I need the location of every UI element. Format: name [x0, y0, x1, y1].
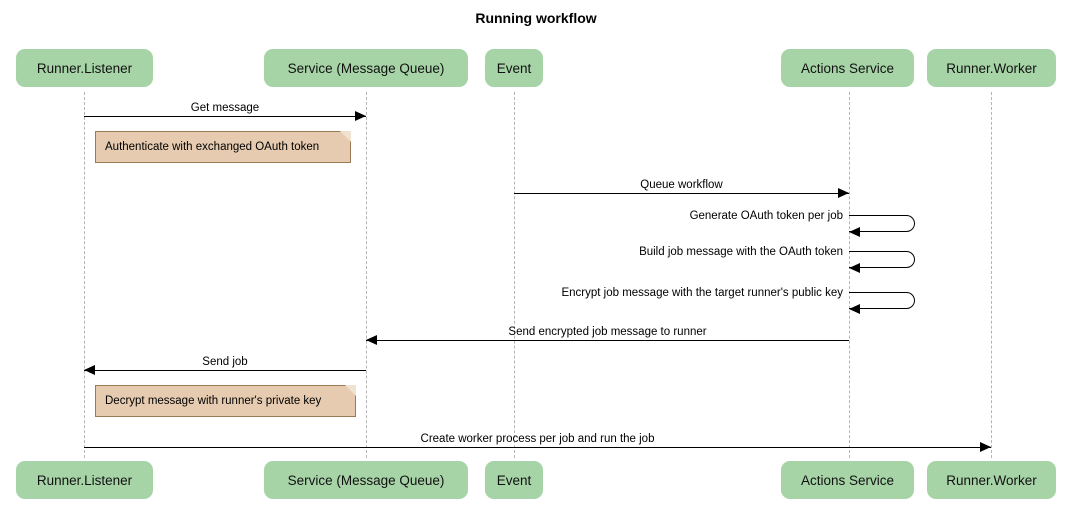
arrow-head-encrypt-job-message	[849, 304, 860, 314]
lifeline-service-message-queue	[366, 92, 367, 458]
note-fold-icon	[340, 131, 351, 142]
participant-label: Service (Message Queue)	[287, 472, 445, 488]
participant-label: Runner.Worker	[946, 60, 1037, 76]
participant-event-top[interactable]: Event	[485, 49, 543, 87]
note-fold-icon	[345, 385, 356, 396]
arrow-head-queue-workflow	[838, 188, 849, 198]
message-line-queue-workflow	[514, 193, 849, 194]
arrow-head-generate-oauth-token	[849, 227, 860, 237]
lifeline-actions-service	[849, 92, 850, 458]
lifeline-runner-worker	[991, 92, 992, 458]
participant-label: Event	[496, 60, 532, 76]
participant-label: Actions Service	[800, 472, 895, 488]
participant-label: Runner.Worker	[946, 472, 1037, 488]
lifeline-runner-listener	[84, 92, 85, 458]
message-label-queue-workflow: Queue workflow	[640, 179, 723, 191]
message-label-encrypt-job-message: Encrypt job message with the target runn…	[561, 287, 843, 299]
note-authenticate: Authenticate with exchanged OAuth token	[95, 131, 351, 163]
lifeline-event	[514, 92, 515, 458]
message-label-get-message: Get message	[190, 102, 260, 114]
message-label-send-job: Send job	[202, 356, 248, 368]
participant-actions-service-bottom[interactable]: Actions Service	[781, 461, 914, 499]
arrow-head-send-encrypted-job-message	[366, 335, 377, 345]
note-label: Decrypt message with runner's private ke…	[105, 395, 322, 407]
participant-label: Runner.Listener	[36, 472, 133, 488]
selfloop-generate-oauth-token	[849, 215, 915, 232]
message-line-get-message	[84, 116, 366, 117]
arrow-head-send-job	[84, 365, 95, 375]
participant-runner-worker-top[interactable]: Runner.Worker	[927, 49, 1056, 87]
note-label: Authenticate with exchanged OAuth token	[105, 141, 320, 153]
participant-service-message-queue-top[interactable]: Service (Message Queue)	[264, 49, 468, 87]
arrow-head-build-job-message	[849, 263, 860, 273]
page-title: Running workflow	[475, 10, 597, 26]
message-line-send-job	[84, 370, 366, 371]
participant-label: Service (Message Queue)	[287, 60, 445, 76]
participant-label: Runner.Listener	[36, 60, 133, 76]
arrow-head-create-worker-process	[980, 442, 991, 452]
participant-actions-service-top[interactable]: Actions Service	[781, 49, 914, 87]
message-label-generate-oauth-token: Generate OAuth token per job	[689, 210, 843, 222]
message-line-create-worker-process	[84, 447, 991, 448]
message-line-send-encrypted-job-message	[366, 340, 849, 341]
participant-service-message-queue-bottom[interactable]: Service (Message Queue)	[264, 461, 468, 499]
participant-runner-listener-bottom[interactable]: Runner.Listener	[16, 461, 153, 499]
selfloop-build-job-message	[849, 251, 915, 268]
message-label-build-job-message: Build job message with the OAuth token	[639, 246, 843, 258]
participant-runner-worker-bottom[interactable]: Runner.Worker	[927, 461, 1056, 499]
participant-event-bottom[interactable]: Event	[485, 461, 543, 499]
message-label-send-encrypted-job-message: Send encrypted job message to runner	[508, 326, 707, 338]
participant-runner-listener-top[interactable]: Runner.Listener	[16, 49, 153, 87]
arrow-head-get-message	[355, 111, 366, 121]
participant-label: Actions Service	[800, 60, 895, 76]
message-label-create-worker-process: Create worker process per job and run th…	[420, 433, 655, 445]
selfloop-encrypt-job-message	[849, 292, 915, 309]
participant-label: Event	[496, 472, 532, 488]
note-decrypt: Decrypt message with runner's private ke…	[95, 385, 356, 417]
